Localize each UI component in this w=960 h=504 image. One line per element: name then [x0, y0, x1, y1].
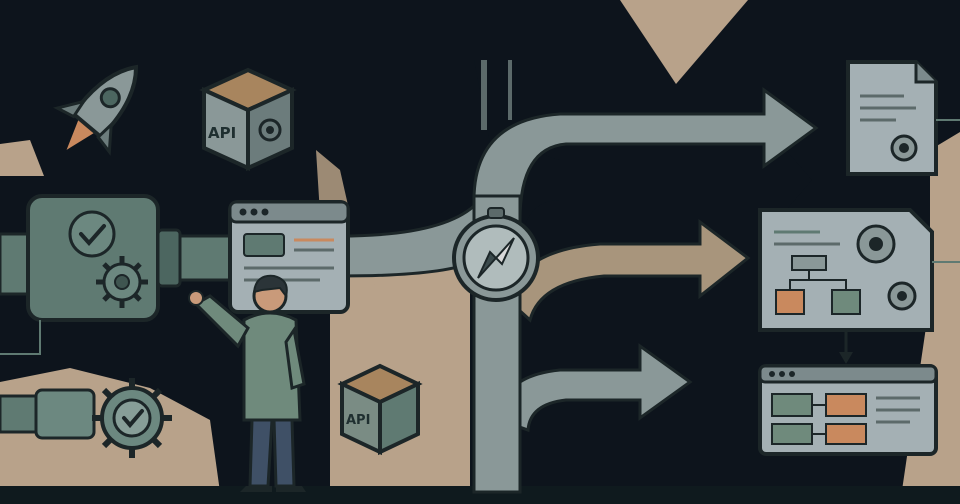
ground-line — [0, 486, 960, 504]
browser-window-icon — [228, 200, 350, 314]
api-label-top: API — [208, 124, 236, 142]
gear-check-icon — [92, 378, 172, 458]
api-cube-icon: API — [199, 67, 297, 172]
connector-arrow — [839, 330, 853, 364]
compass-icon — [452, 207, 540, 302]
rocket-icon — [53, 64, 138, 156]
gear-icon — [96, 256, 148, 308]
lower-pipe — [0, 388, 96, 440]
document-gear-icon — [846, 60, 960, 176]
workflow-window-icon — [758, 364, 938, 456]
api-label-bottom: API — [346, 413, 370, 428]
person-pointing — [188, 274, 306, 492]
api-cube-icon-bottom: API — [337, 363, 423, 456]
flowchart-document-icon — [758, 208, 960, 332]
check-valve-icon — [68, 210, 116, 258]
